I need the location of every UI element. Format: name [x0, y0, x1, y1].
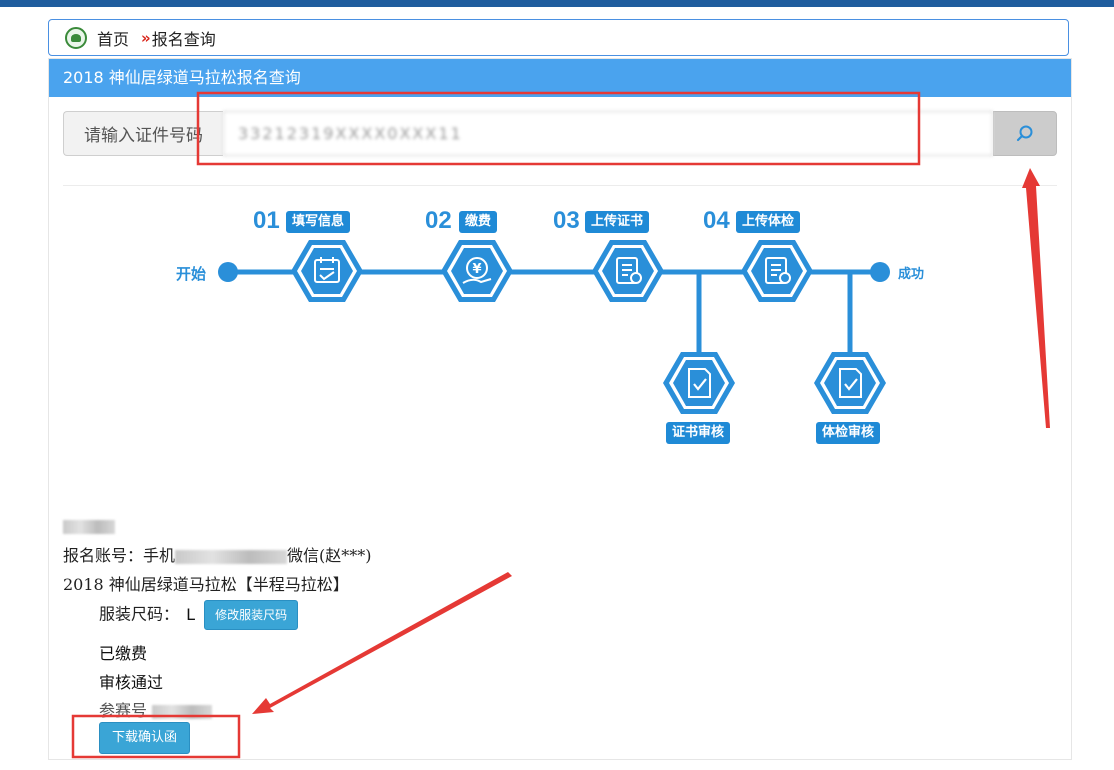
query-panel: 2018 神仙居绿道马拉松报名查询 请输入证件号码 [48, 58, 1072, 760]
step-1-number: 01 [253, 207, 280, 234]
start-dot [218, 262, 238, 282]
account-line: 报名账号：手机 微信(赵***) [63, 542, 372, 566]
event-name: 2018 神仙居绿道马拉松【半程马拉松】 [63, 575, 349, 594]
step-3-number: 03 [553, 207, 580, 234]
paid-status: 已缴费 [99, 644, 148, 663]
search-label: 请输入证件号码 [63, 111, 223, 156]
runner-name-redacted [63, 516, 115, 535]
account-prefix: 报名账号：手机 [63, 546, 176, 565]
size-line: 服装尺码： L 修改服装尺码 [99, 600, 299, 630]
breadcrumb: 首页 » 报名查询 [48, 19, 1069, 56]
panel-title: 2018 神仙居绿道马拉松报名查询 [49, 59, 1071, 97]
phone-redacted [175, 549, 288, 564]
site-logo-icon[interactable] [65, 26, 87, 49]
review-status: 审核通过 [99, 673, 164, 692]
breadcrumb-home[interactable]: 首页 [97, 29, 130, 49]
edit-size-button[interactable]: 修改服装尺码 [204, 600, 299, 630]
breadcrumb-separator-icon: » [141, 28, 151, 47]
health-review-label: 体检审核 [816, 422, 881, 444]
search-button[interactable] [993, 111, 1057, 156]
certificate-icon [592, 240, 664, 302]
bib-label: 参赛号 [99, 701, 148, 720]
svg-text:¥: ¥ [472, 262, 481, 277]
size-value: L [186, 604, 196, 624]
step-2-number: 02 [425, 207, 452, 234]
health-certificate-icon [741, 240, 813, 302]
download-confirmation-button[interactable]: 下载确认函 [99, 722, 191, 754]
flow-start-label: 开始 [176, 265, 207, 283]
account-suffix: 微信(赵***) [287, 546, 372, 565]
health-review-check-document-icon [814, 352, 886, 414]
search-icon [1016, 125, 1033, 141]
payment-icon: ¥ [441, 240, 513, 302]
cert-review-label: 证书审核 [666, 422, 731, 444]
breadcrumb-current: 报名查询 [151, 29, 216, 49]
end-dot [870, 262, 890, 282]
step-4-label: 上传体检 [736, 211, 801, 233]
step-1-label: 填写信息 [286, 211, 351, 233]
divider [63, 185, 1057, 186]
step-2-label: 缴费 [459, 211, 498, 233]
flow-end-label: 成功 [898, 267, 925, 282]
form-icon [291, 240, 363, 302]
bib-line: 参赛号 [99, 697, 213, 721]
top-bar [0, 0, 1114, 7]
size-label: 服装尺码： [99, 604, 180, 624]
bib-number-redacted [152, 704, 213, 719]
cert-review-check-document-icon [663, 352, 735, 414]
step-3-label: 上传证书 [585, 211, 650, 233]
step-4-number: 04 [703, 207, 730, 234]
